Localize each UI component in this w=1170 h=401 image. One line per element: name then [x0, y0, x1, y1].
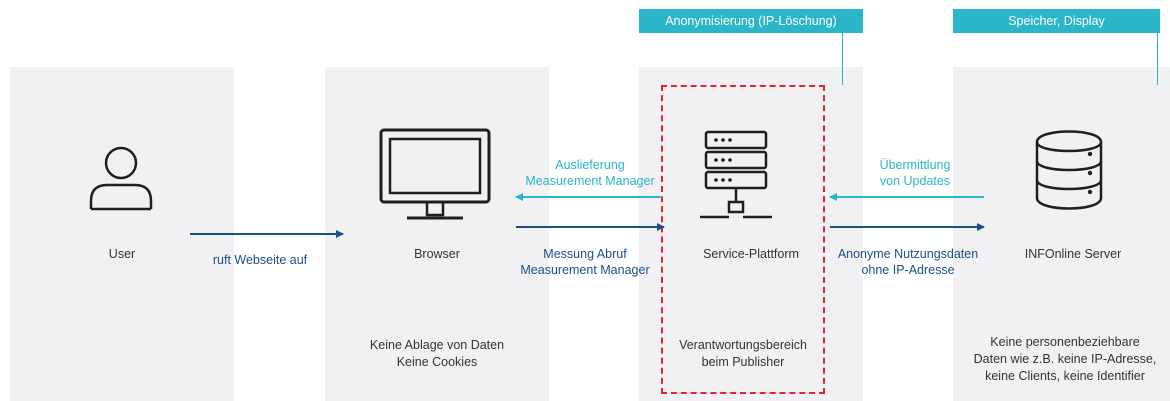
- browser-panel: [325, 67, 549, 401]
- flow-label-line: Übermittlung: [879, 158, 951, 172]
- flow-label-anonymous: Anonyme Nutzungsdaten ohne IP-Adresse: [820, 246, 996, 278]
- node-label-user: User: [108, 247, 136, 261]
- browser-note-line: Keine Ablage von Daten: [369, 338, 505, 352]
- node-label-server: INFOnline Server: [1024, 247, 1122, 261]
- browser-note: Keine Ablage von Daten Keine Cookies: [325, 337, 549, 371]
- server-panel: [953, 67, 1170, 401]
- publisher-responsibility-box: [661, 85, 825, 394]
- flow-label-line: ohne IP-Adresse: [861, 263, 955, 277]
- server-rack-icon: [700, 130, 772, 219]
- flow-label-line: Measurement Manager: [525, 174, 655, 188]
- flow-label-user-to-browser: ruft Webseite auf: [212, 253, 308, 267]
- flow-label-updates: Übermittlung von Updates: [840, 157, 990, 189]
- service-note-line: Verantwortungsbereich: [679, 338, 807, 352]
- monitor-icon: [379, 128, 491, 220]
- flow-label-line: Messung Abruf: [543, 247, 627, 261]
- anonymization-tag: Anonymisierung (IP-Löschung): [639, 9, 863, 33]
- server-note-line: Daten wie z.B. keine IP-Adresse,: [973, 352, 1157, 366]
- browser-note-line: Keine Cookies: [396, 355, 478, 369]
- service-note: Verantwortungsbereich beim Publisher: [661, 337, 825, 371]
- anonymization-tag-connector: [842, 33, 843, 85]
- node-label-service: Service-Plattform: [703, 247, 799, 261]
- server-note-line: keine Clients, keine Identifier: [985, 369, 1145, 383]
- flow-label-line: Auslieferung: [555, 158, 625, 172]
- storage-tag: Speicher, Display: [953, 9, 1160, 33]
- service-panel: [639, 67, 863, 401]
- server-note-line: Keine personenbeziehbare: [990, 335, 1140, 349]
- flow-label-line: von Updates: [879, 174, 951, 188]
- flow-label-delivery: Auslieferung Measurement Manager: [505, 157, 675, 189]
- server-note: Keine personenbeziehbare Daten wie z.B. …: [960, 334, 1170, 385]
- flow-label-line: Measurement Manager: [520, 263, 650, 277]
- storage-tag-connector: [1157, 33, 1158, 85]
- service-note-line: beim Publisher: [701, 355, 785, 369]
- flow-label-measurement: Messung Abruf Measurement Manager: [505, 246, 665, 278]
- node-label-browser: Browser: [414, 247, 460, 261]
- user-icon: [89, 146, 153, 211]
- flow-label-line: Anonyme Nutzungsdaten: [837, 247, 979, 261]
- database-icon: [1035, 130, 1103, 210]
